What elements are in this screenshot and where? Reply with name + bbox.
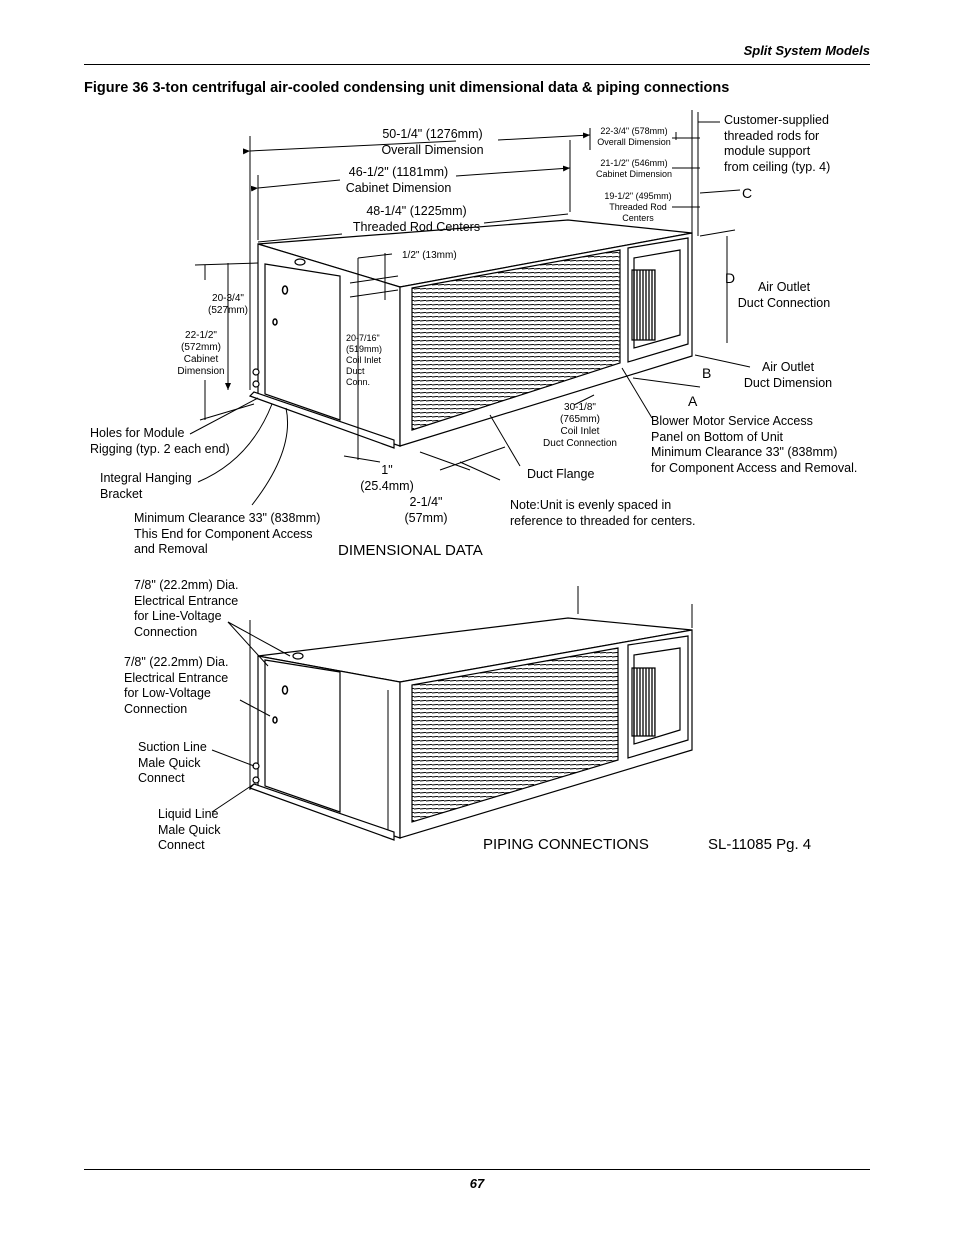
rigging-holes-label: Holes for Module Rigging (typ. 2 each en… xyxy=(90,426,230,456)
header-rule xyxy=(84,64,870,65)
air-outlet-dimension-label: Air Outlet Duct Dimension xyxy=(743,360,833,390)
footer-rule xyxy=(84,1169,870,1170)
side-rod-label: 19-1/2" (495mm) Threaded Rod Centers xyxy=(604,191,672,223)
running-header: Split System Models xyxy=(743,43,870,58)
min-clearance-end-label: Minimum Clearance 33" (838mm) This End f… xyxy=(134,511,321,556)
cabinet-dimension-label: 46-1/2" (1181mm) Cabinet Dimension xyxy=(345,165,452,195)
duct-flange-label: Duct Flange xyxy=(527,467,595,481)
suction-line-label: Suction Line Male Quick Connect xyxy=(138,740,207,785)
letter-a: A xyxy=(688,393,698,409)
side-overall-label: 22-3/4" (578mm) Overall Dimension xyxy=(597,126,671,147)
liquid-line-label: Liquid Line Male Quick Connect xyxy=(158,807,221,852)
overall-dimension-label: 50-1/4" (1276mm) Overall Dimension xyxy=(381,127,484,157)
customer-rods-label: Customer-supplied threaded rods for modu… xyxy=(724,113,831,174)
one-inch-label: 1" (25.4mm) xyxy=(360,463,414,493)
dimensional-data-caption: DIMENSIONAL DATA xyxy=(338,542,483,559)
low-voltage-entrance-label: 7/8" (22.2mm) Dia. Electrical Entrance f… xyxy=(124,655,229,716)
side-cabinet-label: 21-1/2" (546mm) Cabinet Dimension xyxy=(595,158,673,179)
page-number: 67 xyxy=(469,1176,485,1191)
air-outlet-connection-label: Air Outlet Duct Connection xyxy=(737,280,831,310)
two-quarter-label: 2-1/4" (57mm) xyxy=(404,495,448,525)
piping-unit xyxy=(248,617,693,841)
drawing-reference: SL-11085 Pg. 4 xyxy=(708,836,812,853)
piping-connections-caption: PIPING CONNECTIONS xyxy=(483,836,649,853)
line-voltage-entrance-label: 7/8" (22.2mm) Dia. Electrical Entrance f… xyxy=(134,578,239,639)
height-22-label: 22-1/2" (572mm) Cabinet Dimension xyxy=(177,330,225,377)
coil-inlet-width-label: 30-1/8" (765mm) Coil Inlet Duct Connecti… xyxy=(543,402,617,449)
dimensional-unit xyxy=(248,219,693,449)
coil-inlet-height-label: 20-7/16" (519mm) Coil Inlet Duct Conn. xyxy=(346,333,383,387)
hanging-bracket-label: Integral Hanging Bracket xyxy=(100,471,192,501)
letter-d: D xyxy=(725,270,736,286)
figure-title: Figure 36 3-ton centrifugal air-cooled c… xyxy=(84,80,730,96)
letter-b: B xyxy=(702,365,712,381)
blower-access-label: Blower Motor Service Access Panel on Bot… xyxy=(651,414,858,475)
half-inch-label: 1/2" (13mm) xyxy=(402,250,457,261)
threaded-rod-centers-label: 48-1/4" (1225mm) Threaded Rod Centers xyxy=(352,204,481,234)
spacing-note: Note:Unit is evenly spaced in reference … xyxy=(510,498,696,528)
letter-c: C xyxy=(742,185,753,201)
height-20-label: 20-3/4" (527mm) xyxy=(207,293,248,316)
